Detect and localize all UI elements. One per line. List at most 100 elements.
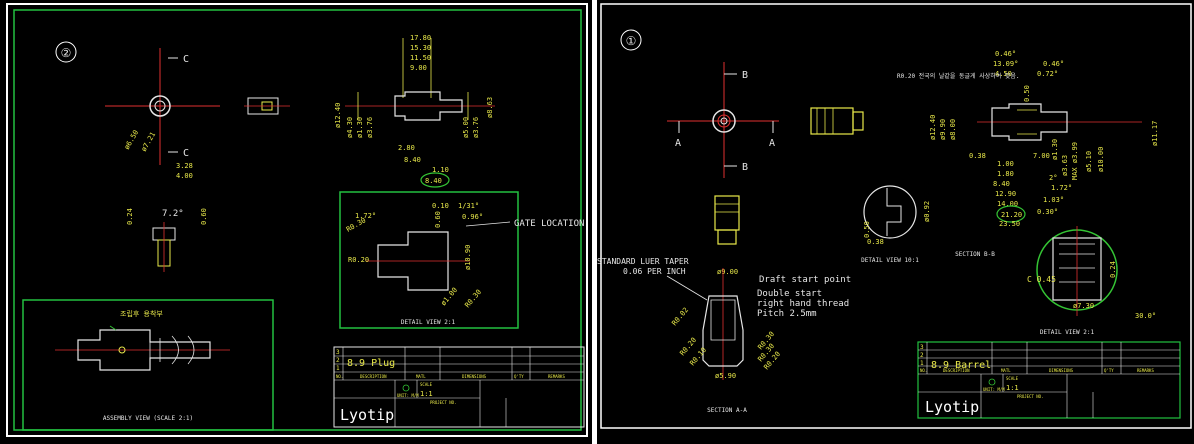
header-remarks: REMARKS bbox=[1137, 368, 1154, 373]
detail-dim-5: 1.72° bbox=[355, 212, 376, 220]
rev-1: 1 bbox=[336, 365, 340, 372]
title-block: 3 2 1 8.9 Barrel NO. DESCRIPTION MATL DI… bbox=[917, 341, 1181, 419]
side-dim-2: ø4.30 bbox=[346, 117, 354, 138]
scale-label: SCALE bbox=[1006, 376, 1019, 381]
left-drawing-sheet: ② C C ø6.50 ø7.21 3.28 4.00 17.80 15.30 … bbox=[0, 0, 592, 444]
side-dim-3: ø1.30 bbox=[356, 117, 364, 138]
plug-section-view: 17.80 15.30 11.50 9.00 ø12.40 ø4.30 ø1.3… bbox=[334, 34, 495, 188]
scale-value: 1:1 bbox=[1006, 384, 1019, 392]
scale-value: 1:1 bbox=[420, 390, 433, 398]
thread-note-2: right hand thread bbox=[757, 299, 849, 309]
section-letter-b-top: B bbox=[742, 70, 748, 81]
rev-3: 3 bbox=[920, 344, 924, 351]
view-number: ② bbox=[61, 46, 72, 60]
bb-dim-16: ø3.63 bbox=[1061, 155, 1069, 176]
top-dim-3: 4.50 bbox=[995, 70, 1012, 78]
header-dimensions: DIMENSIONS bbox=[462, 374, 487, 379]
view-number-circle bbox=[620, 29, 642, 51]
side-dim-7: ø8.63 bbox=[486, 97, 494, 118]
top-dim-4: 9.00 bbox=[410, 64, 427, 72]
assembly-caption: ASSEMBLY VIEW (SCALE 2:1) bbox=[103, 415, 193, 422]
detail21-caption: DETAIL VIEW 2:1 bbox=[1040, 329, 1095, 336]
side-dim-4: ø3.76 bbox=[366, 117, 374, 138]
rev-1: 1 bbox=[920, 360, 924, 367]
unit-label: UNIT: M/M bbox=[983, 387, 1005, 392]
scale-label: SCALE bbox=[420, 382, 433, 387]
sheet-border bbox=[600, 3, 1192, 429]
side-dim-6: ø3.76 bbox=[472, 117, 480, 138]
top-dim-2: 15.30 bbox=[410, 44, 431, 52]
top-dim-2: 13.09° bbox=[993, 60, 1018, 68]
part-title: 8.9 Plug bbox=[347, 358, 395, 369]
bb-dim-14: 7.00 bbox=[1033, 152, 1050, 160]
header-no: NO. bbox=[920, 368, 927, 373]
thread-note-3: Pitch 2.5mm bbox=[757, 309, 817, 319]
bb-dim-6: 0.38 bbox=[969, 152, 986, 160]
top-dim-3: 11.50 bbox=[410, 54, 431, 62]
header-description: DESCRIPTION bbox=[360, 374, 387, 379]
section-letter-bottom: C bbox=[183, 148, 189, 159]
company-name: Lyotip bbox=[925, 398, 979, 416]
detail-dim-8: ø10.90 bbox=[464, 245, 472, 270]
header-qty: Q'TY bbox=[1104, 368, 1114, 373]
bb-dim-21: 1.72° bbox=[1051, 184, 1072, 192]
side-dim-5: ø5.00 bbox=[462, 117, 470, 138]
d21-dim-3: ø7.30 bbox=[1073, 302, 1094, 310]
bottom-dim-1: 2.80 bbox=[398, 144, 415, 152]
header-remarks: REMARKS bbox=[548, 374, 565, 379]
detail-caption: DETAIL VIEW 2:1 bbox=[401, 319, 456, 326]
front-dim-3: 3.28 bbox=[176, 162, 193, 170]
top-dim-5: 0.72° bbox=[1037, 70, 1058, 78]
header-description: DESCRIPTION bbox=[943, 368, 970, 373]
top-dim-4: 0.46° bbox=[1043, 60, 1064, 68]
header-matl: MATL bbox=[1001, 368, 1011, 373]
bb-dim-15: ø1.30 bbox=[1051, 139, 1059, 160]
detail-view-2-1: C 0.45 0.24 ø7.30 30.0° DETAIL VIEW 2:1 bbox=[1027, 226, 1156, 336]
sheet-background bbox=[0, 0, 592, 444]
rev-2: 2 bbox=[920, 352, 924, 359]
barrel-vertical-view bbox=[714, 195, 740, 245]
assembly-note: 조립후 용착부 bbox=[120, 310, 163, 318]
rev-2: 2 bbox=[336, 357, 340, 364]
aa-dim-8: ø5.90 bbox=[715, 372, 736, 380]
detail-dim-3: 0.60 bbox=[434, 211, 442, 228]
thread-note-1: Double start bbox=[757, 289, 822, 299]
d21-dim-4: 30.0° bbox=[1135, 312, 1156, 320]
view-number-circle bbox=[55, 41, 77, 63]
bb-dim-13: 23.50 bbox=[999, 220, 1020, 228]
front-view: B B A A bbox=[667, 62, 779, 178]
top-dim-1: 17.80 bbox=[410, 34, 431, 42]
d21-dim-1: C 0.45 bbox=[1027, 275, 1056, 284]
gate-location-label: GATE LOCATION bbox=[514, 219, 584, 229]
luer-note-1: STANDARD LUER TAPER bbox=[597, 257, 689, 266]
barrel-drawing-canvas: ① B B A A 0.46° 13.09° 4.50 0.46° 0.7 bbox=[597, 0, 1194, 444]
assembly-frame bbox=[22, 299, 274, 431]
header-qty: Q'TY bbox=[514, 374, 524, 379]
bottom-dim-3: 1.10 bbox=[432, 166, 449, 174]
detail-view-10-1: 0.50 0.38 ø0.92 DETAIL VIEW 10:1 bbox=[861, 185, 931, 264]
bb-dim-12: 21.20 bbox=[1001, 211, 1022, 219]
top-dim-1: 0.46° bbox=[995, 50, 1016, 58]
aa-dim-1: ø9.00 bbox=[717, 268, 738, 276]
detail-frame bbox=[339, 191, 519, 329]
bb-dim-20: 2° bbox=[1049, 174, 1057, 182]
detail-dim-7: R0.20 bbox=[348, 256, 369, 264]
d10-dim-2: 0.38 bbox=[867, 238, 884, 246]
rev-3: 3 bbox=[336, 349, 340, 356]
small-part-view: 7.2° 0.24 0.60 bbox=[126, 208, 208, 272]
project-label: PROJECT NO. bbox=[430, 400, 457, 405]
sheet-inner-border bbox=[13, 9, 582, 431]
bb-dim-19: ø10.00 bbox=[1097, 147, 1105, 172]
inner-circle bbox=[154, 100, 166, 112]
header-matl: MATL bbox=[416, 374, 426, 379]
bb-dim-17: MAX ø3.99 bbox=[1071, 142, 1079, 180]
bb-dim-8: 1.80 bbox=[997, 170, 1014, 178]
bottom-dim-4: 8.40 bbox=[425, 177, 442, 185]
section-b-b-view: 0.46° 13.09° 4.50 0.46° 0.72° R0.20 전국의 … bbox=[897, 50, 1159, 258]
d10-dim-3: ø0.92 bbox=[923, 201, 931, 222]
bb-dim-22: 1.03° bbox=[1043, 196, 1064, 204]
unit-label: UNIT: M/M bbox=[397, 393, 419, 398]
bb-dim-4: ø11.17 bbox=[1151, 121, 1159, 146]
company-name: Lyotip bbox=[340, 406, 394, 424]
bb-dim-10: 12.90 bbox=[995, 190, 1016, 198]
